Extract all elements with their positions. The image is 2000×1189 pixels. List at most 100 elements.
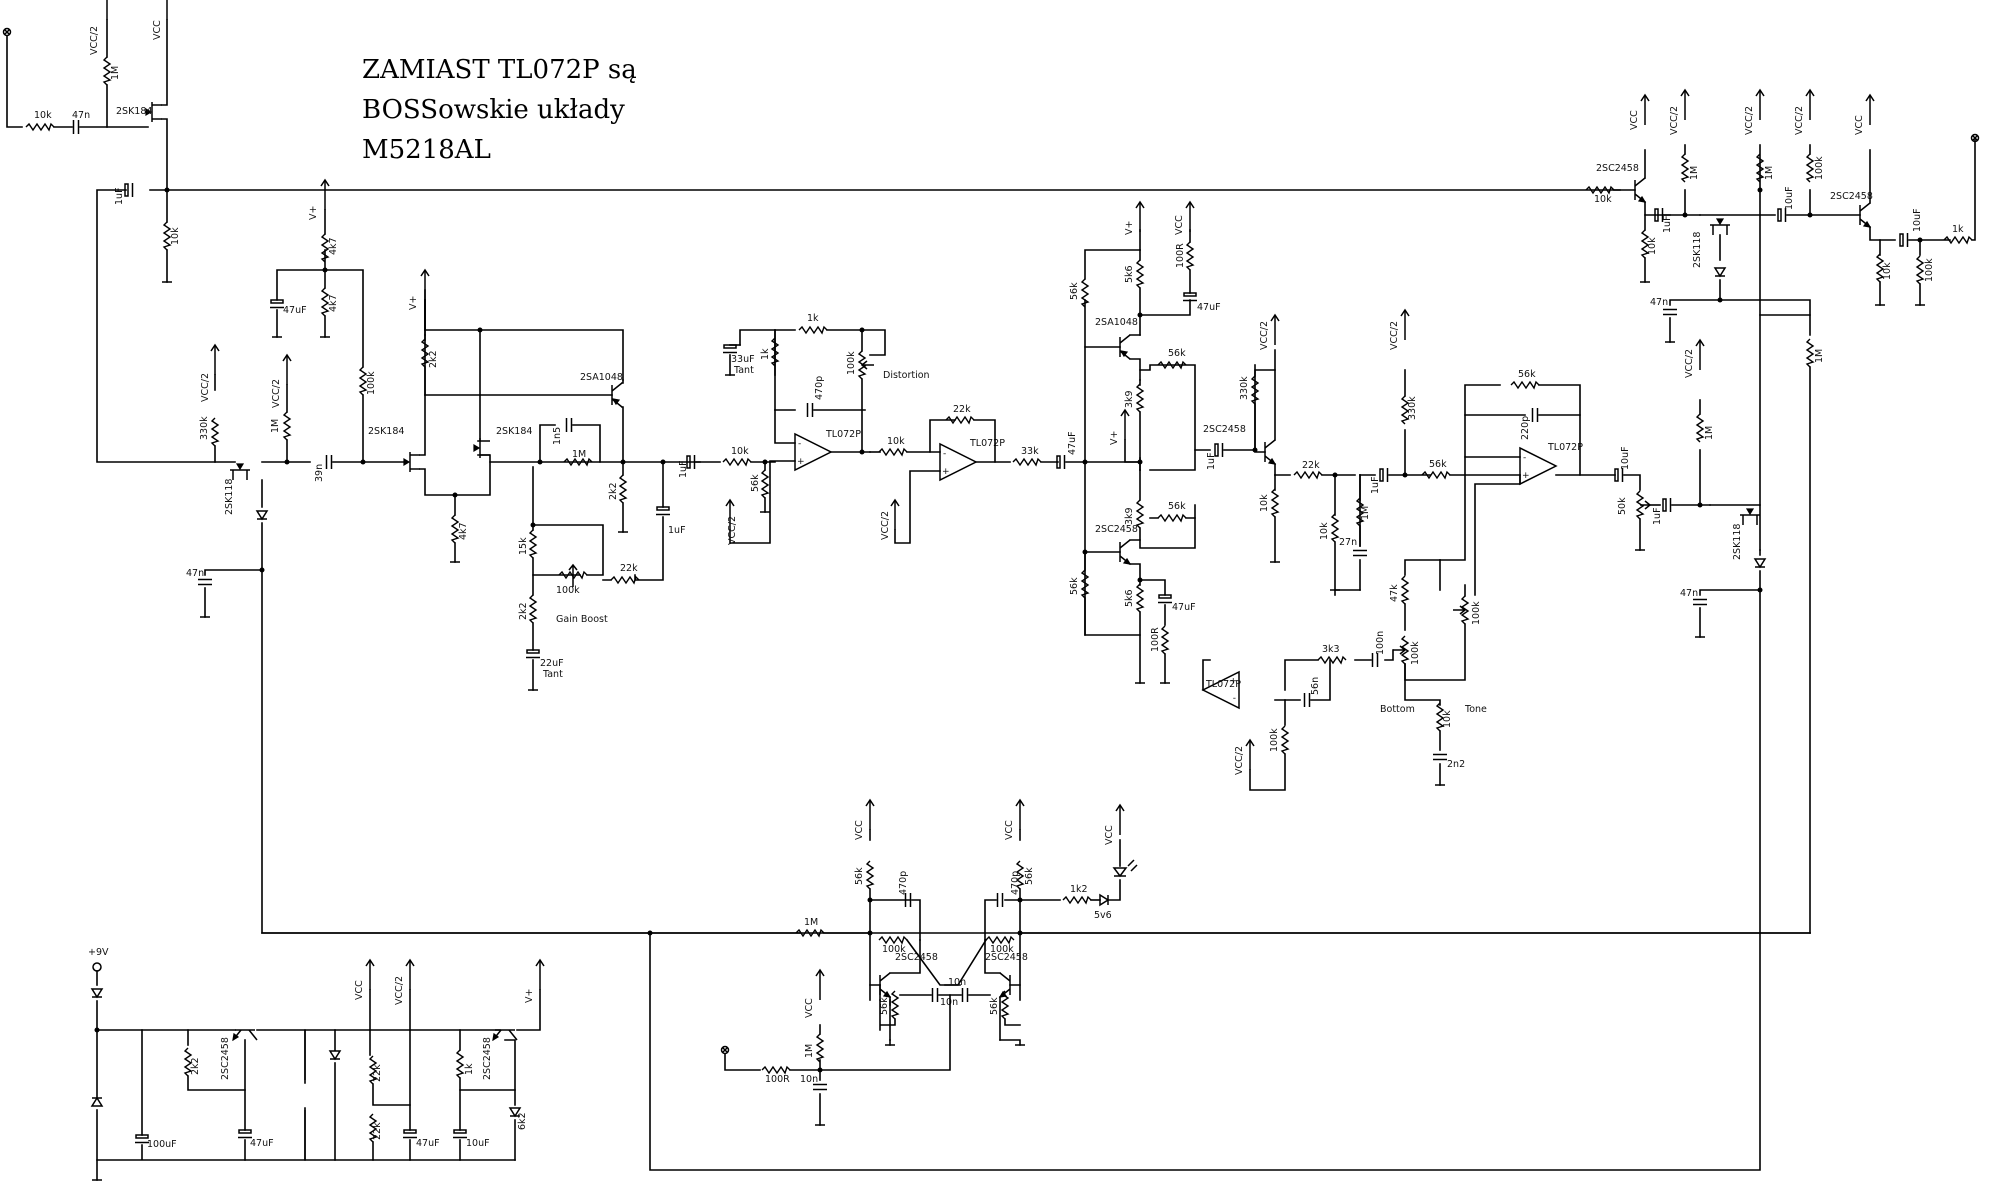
label-r-33k: 33k [1021, 446, 1039, 457]
label-r-100k-bias: 100k [366, 371, 377, 395]
flipflop-stage: 1M VCC 56k 470p 100k VCC 56k 470p 100k 1… [261, 799, 1811, 1171]
label-c-10uF-tone: 10uF [1620, 446, 1631, 470]
label-c-39n: 39n [314, 464, 325, 482]
label-r-100R-b: 100R [1150, 627, 1161, 652]
label-r-10k-tr: 10k [1594, 194, 1612, 205]
label-c-47uF-ps-a: 47uF [250, 1138, 274, 1149]
pushpull-stage: 56k V+ 5k6 47uF 100R VCC 2SA1048 56k 3k9… [1069, 201, 1221, 684]
label-c-47uF-op2: 47uF [1067, 431, 1078, 455]
label-r-47k: 47k [1389, 584, 1400, 602]
label-r-56k-pp-b: 56k [1168, 501, 1186, 512]
jfet-switch-stage: VCC/2 330k 2SK118 47n 1M VCC/2 39n 100k … [186, 179, 1811, 934]
label-c-47n-out-a: 47n [1680, 588, 1698, 599]
label-r-56k-pp-bot: 56k [1069, 577, 1080, 595]
label-2sc2458-ps-a: 2SC2458 [220, 1037, 231, 1080]
label-r-330k-buf: 330k [1239, 376, 1250, 400]
label-vcc2-ps: VCC/2 [394, 976, 405, 1005]
label-c-47uF-vp: 47uF [283, 305, 307, 316]
label-c-27n: 27n [1339, 537, 1357, 548]
label-r-5k6-b: 5k6 [1124, 589, 1135, 607]
label-vcc-ff-b: VCC [1004, 820, 1015, 840]
label-vcc-led: VCC [1104, 825, 1115, 845]
label-c-33uF: 33uF [731, 354, 755, 365]
label-c-10uF-ps: 10uF [466, 1138, 490, 1149]
label-r-1k-top: 1k [807, 313, 819, 324]
label-vcc2-sw2: VCC/2 [271, 379, 282, 408]
label-2sc2458-ff-b: 2SC2458 [985, 952, 1028, 963]
label-c-47n-sw: 47n [186, 568, 204, 579]
label-r-56k-ff-c: 56k [879, 997, 890, 1015]
label-c-1uF-tr: 1uF [1662, 215, 1673, 233]
label-r-56k-pp-top: 56k [1069, 282, 1080, 300]
label-vplus-a: V+ [308, 206, 319, 220]
label-c-2n2: 2n2 [1447, 759, 1465, 770]
npn-2sc2458-ff-a [879, 972, 891, 998]
npn-2sc2458-tr-b [1859, 202, 1871, 228]
label-pot-dist: 100k [846, 351, 857, 375]
label-vcc2-tr-b: VCC/2 [1744, 106, 1755, 135]
power-supply-stage: +9V 100uF 2k2 2SC2458 47uF VCC 22k [88, 947, 545, 1181]
label-r-4k7-src: 4k7 [458, 522, 469, 540]
label-2sc2458-pp: 2SC2458 [1095, 524, 1138, 535]
input-jack-icon [2, 27, 12, 37]
jfet-out-b [1709, 218, 1731, 236]
note-line-2: BOSSowskie układy [362, 95, 625, 125]
label-r-2k2-gb: 2k2 [518, 602, 529, 620]
jfet-switch [229, 463, 251, 481]
label-r-4k7-b: 4k7 [328, 294, 339, 312]
label-vcc2-filt: VCC/2 [1389, 321, 1400, 350]
label-c-22uF: 22uF [540, 658, 564, 669]
label-r-56k-pp-a: 56k [1168, 348, 1186, 359]
label-vcc-tr-a: VCC [1629, 110, 1640, 130]
label-vcc2-buf: VCC/2 [1259, 321, 1270, 350]
label-c-1n5: 1n5 [552, 427, 563, 445]
label-r-10k-tr-c: 10k [1882, 262, 1893, 280]
label-tl072p-tone: TL072P [1547, 442, 1583, 453]
label-plus-9v: +9V [88, 947, 109, 958]
label-r-1M-filt: 1M [1360, 506, 1371, 520]
label-d-6v2: 6k2 [517, 1112, 528, 1130]
label-2sk118-sw: 2SK118 [224, 479, 235, 515]
label-r-1k-ps: 1k [464, 1063, 475, 1075]
label-r-1M-tr: 1M [1689, 166, 1700, 180]
input-buffer-stage: 10k 47n VCC/2 1M 2SK184 VCC 1uF 10k [2, 0, 1621, 463]
label-vcc2-dist: VCC/2 [727, 516, 738, 545]
label-r-1M-out-a: 1M [1704, 426, 1715, 440]
label-r-1M-sw-b: 1M [804, 1044, 815, 1058]
label-tl072p-bottom: TL072P [1205, 679, 1241, 690]
label-r-56k-ff-d: 56k [989, 997, 1000, 1015]
label-r-3k9-a: 3k9 [1124, 390, 1135, 408]
label-r-2k2-ps: 2k2 [190, 1057, 201, 1075]
label-r-1k-side: 1k [760, 348, 771, 360]
label-r-10k-filt: 10k [1259, 494, 1270, 512]
label-r-2k2-drain: 2k2 [428, 350, 439, 368]
label-r-100k-ff-a: 100k [882, 944, 906, 955]
label-bottom: Bottom [1380, 704, 1415, 715]
output-stage: 10uF 50k 1uF 1M VCC/2 2SK118 47n 1M [1614, 189, 1825, 934]
power-jack-icon [92, 962, 102, 972]
label-2sa1048-b: 2SA1048 [1095, 317, 1138, 328]
label-r-100k-tr-b: 100k [1924, 258, 1935, 282]
label-r-56k-dist: 56k [750, 474, 761, 492]
label-c-47n-out-b: 47n [1650, 297, 1668, 308]
label-tant-22uF: Tant [542, 669, 563, 680]
label-pot-bottom: 100k [1410, 641, 1421, 665]
label-r-1k-out: 1k [1952, 224, 1964, 235]
label-2sc2458-tr-a: 2SC2458 [1596, 163, 1639, 174]
label-d-5v6: 5v6 [1094, 910, 1112, 921]
label-vcc-ps: VCC [354, 980, 365, 1000]
label-r-input: 10k [34, 110, 52, 121]
label-c-470p-dist: 470p [814, 376, 825, 400]
label-r-22k-gb: 22k [620, 563, 638, 574]
label-pot-level: 50k [1617, 497, 1628, 515]
npn-2sc2458-tr-a [1634, 177, 1646, 203]
label-gain-boost: Gain Boost [556, 614, 608, 625]
jfet-diff-left [403, 451, 421, 473]
label-c-47uF-pp-b: 47uF [1172, 602, 1196, 613]
label-2sk118-out-b: 2SK118 [1692, 232, 1703, 268]
label-r-56k-tone: 56k [1429, 459, 1447, 470]
label-vplus-b: V+ [408, 296, 419, 310]
label-r-100R-a: 100R [1175, 243, 1186, 268]
footswitch-jack-icon [720, 1045, 730, 1055]
